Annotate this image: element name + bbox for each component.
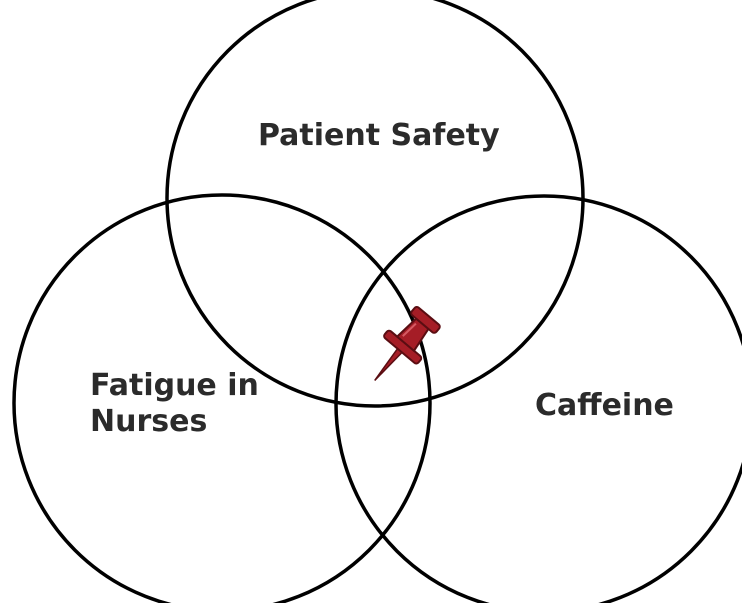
circle-fatigue-in-nurses: [12, 193, 432, 603]
label-line: Nurses: [90, 404, 208, 439]
label-caffeine: Caffeine: [535, 388, 674, 424]
label-line: Fatigue in: [90, 368, 259, 403]
label-fatigue-in-nurses: Fatigue in Nurses: [90, 368, 259, 440]
label-patient-safety: Patient Safety: [258, 118, 500, 154]
circle-patient-safety: [165, 0, 585, 408]
label-line: Caffeine: [535, 388, 674, 423]
label-line: Patient Safety: [258, 118, 500, 153]
circle-caffeine: [334, 194, 742, 603]
pushpin-icon: [374, 306, 441, 381]
